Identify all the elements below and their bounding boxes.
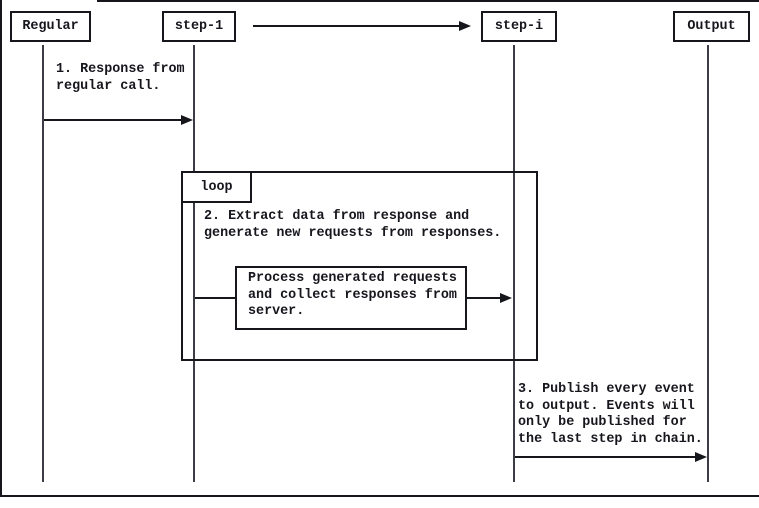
- message-3-arrow-line: [515, 456, 695, 458]
- message-3-line-3: only be published for: [518, 415, 687, 430]
- lifeline-output: [707, 45, 709, 482]
- arrowhead-icon: [500, 293, 512, 303]
- process-in-line: [195, 297, 235, 299]
- message-1-arrow-line: [44, 119, 181, 121]
- message-2-text: 2. Extract data from response and genera…: [204, 209, 501, 242]
- message-1-line-1: 1. Response from: [56, 62, 185, 77]
- loop-fragment-frame: [181, 171, 538, 361]
- message-3-line-2: to output. Events will: [518, 398, 695, 414]
- loop-operator-label: loop: [181, 171, 252, 203]
- message-2-line-1: 2. Extract data from response and: [204, 209, 470, 224]
- window-bottom-border: [0, 495, 759, 497]
- actor-box-output: Output: [673, 11, 750, 42]
- lifeline-step-1: [193, 45, 195, 482]
- actor-label-output: Output: [687, 19, 736, 34]
- actor-label-step-1: step-1: [174, 19, 224, 34]
- window-left-border: [0, 0, 2, 497]
- message-1-text: 1. Response from regular call.: [56, 62, 185, 95]
- lifeline-step-i: [513, 45, 515, 482]
- actor-box-regular: Regular: [10, 11, 91, 42]
- process-box: Process generated requests and collect r…: [235, 266, 467, 330]
- arrowhead-icon: [459, 21, 471, 31]
- arrowhead-icon: [181, 115, 193, 125]
- lifeline-regular: [42, 45, 44, 482]
- loop-label-text: loop: [200, 179, 233, 195]
- actor-box-step-i: step-i: [481, 11, 557, 42]
- process-box-line-2: and collect responses from: [248, 287, 457, 303]
- process-box-line-1: Process generated requests: [248, 271, 457, 286]
- process-box-line-3: server.: [248, 304, 305, 319]
- message-2-line-2: generate new requests from responses.: [204, 225, 502, 241]
- actor-label-step-i: step-i: [494, 19, 544, 34]
- message-1-line-2: regular call.: [56, 78, 161, 94]
- actor-box-step-1: step-1: [162, 11, 236, 42]
- arrowhead-icon: [695, 452, 707, 462]
- actor-label-regular: Regular: [22, 19, 79, 34]
- message-3-line-1: 3. Publish every event: [518, 382, 695, 397]
- process-out-arrow-line: [467, 297, 500, 299]
- message-3-line-4: the last step in chain.: [518, 431, 703, 447]
- message-3-text: 3. Publish every event to output. Events…: [518, 382, 703, 448]
- window-top-border: [97, 0, 759, 2]
- header-arrow-line: [253, 25, 459, 27]
